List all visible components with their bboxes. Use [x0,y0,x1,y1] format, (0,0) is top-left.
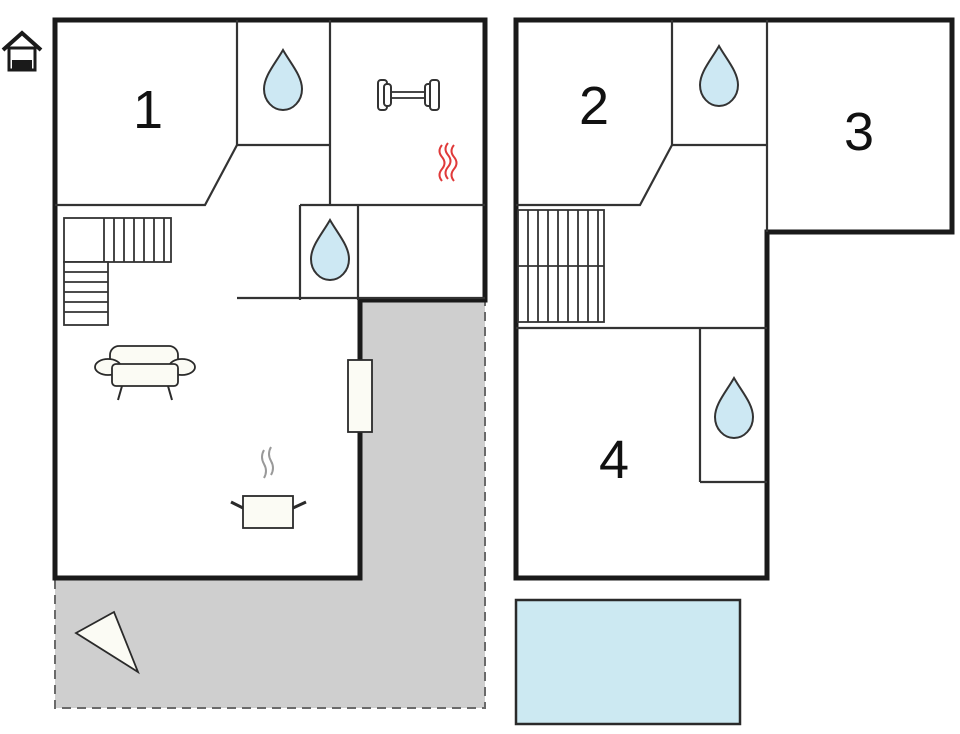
room-1-label: 1 [133,80,163,140]
fireplace-icon [347,359,373,433]
ground-floor-outline [52,17,488,581]
water-drop-icon [713,375,755,440]
room-2-label: 2 [579,76,609,136]
house-icon [1,30,43,72]
water-drop-icon [309,217,351,282]
room-3-label: 3 [844,102,874,162]
pool-icon [514,598,742,726]
room-4-label: 4 [599,430,629,490]
cooking-pot-icon [230,446,307,529]
sofa-icon [94,345,196,401]
stairs-icon [63,217,172,326]
dumbbell-icon [377,79,440,111]
sauna-heat-icon [438,142,458,182]
water-drop-icon [698,43,740,108]
stairs-icon [517,209,605,323]
ground-floor-interior-walls [55,20,485,300]
terrace-lamp-icon [74,610,140,675]
upper-floor-interior-walls [516,20,769,484]
water-drop-icon [262,47,304,112]
